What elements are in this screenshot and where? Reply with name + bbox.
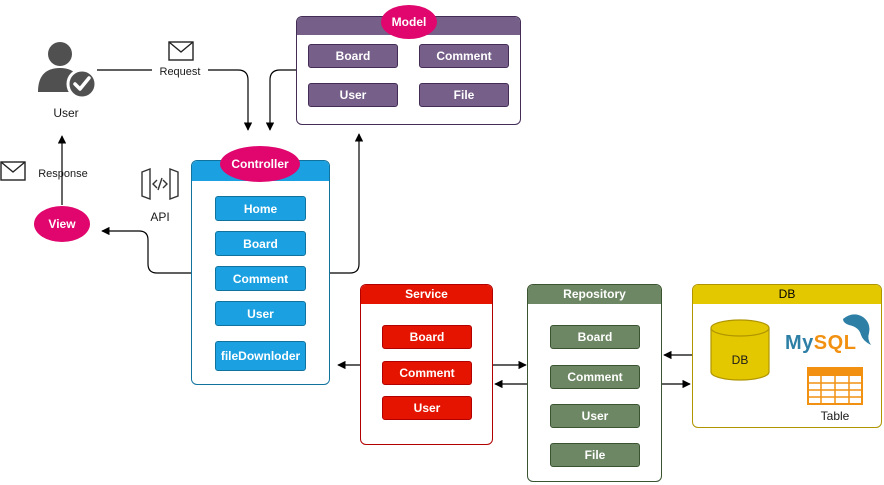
controller-title: Controller (220, 146, 300, 182)
model-to-controller-arrow (265, 69, 297, 131)
view-node: View (34, 206, 90, 242)
service-comment-item: Comment (382, 361, 472, 385)
service-panel: Service Board Comment User (360, 284, 493, 445)
db-title: DB (693, 285, 881, 304)
request-label: Request (152, 66, 208, 78)
model-comment-item: Comment (419, 44, 509, 68)
controller-panel: Home Board Comment User fileDownloder (191, 160, 330, 385)
svg-text:MySQL: MySQL (785, 332, 856, 354)
api-icon (140, 167, 180, 201)
db-cylinder-label: DB (731, 353, 749, 367)
mysql-logo: MySQL (783, 311, 875, 359)
controller-to-model-arrow (330, 133, 364, 274)
controller-user-item: User (215, 301, 306, 326)
service-user-item: User (382, 396, 472, 420)
response-label: Response (38, 168, 88, 180)
service-board-item: Board (382, 325, 472, 349)
model-title: Model (381, 5, 437, 39)
request-envelope-icon (168, 41, 194, 61)
db-panel: DB DB MySQL Table (692, 284, 882, 428)
repository-title: Repository (528, 285, 661, 304)
controller-board-item: Board (215, 231, 306, 256)
repository-comment-item: Comment (550, 365, 640, 389)
user-label: User (53, 106, 79, 120)
table-icon (807, 367, 863, 405)
response-envelope-icon (0, 161, 26, 181)
request-arrow (97, 69, 253, 131)
repository-board-item: Board (550, 325, 640, 349)
controller-filedownloder-item: fileDownloder (215, 341, 306, 371)
model-user-item: User (308, 83, 398, 107)
controller-to-view-arrow (101, 226, 191, 274)
repository-user-item: User (550, 404, 640, 428)
user-icon (34, 38, 98, 102)
model-board-item: Board (308, 44, 398, 68)
model-file-item: File (419, 83, 509, 107)
service-title: Service (361, 285, 492, 304)
repository-panel: Repository Board Comment User File (527, 284, 662, 482)
repository-file-item: File (550, 443, 640, 467)
controller-home-item: Home (215, 196, 306, 221)
api-label: API (150, 210, 170, 224)
db-cylinder-icon (709, 318, 771, 382)
controller-comment-item: Comment (215, 266, 306, 291)
table-label: Table (820, 409, 850, 423)
